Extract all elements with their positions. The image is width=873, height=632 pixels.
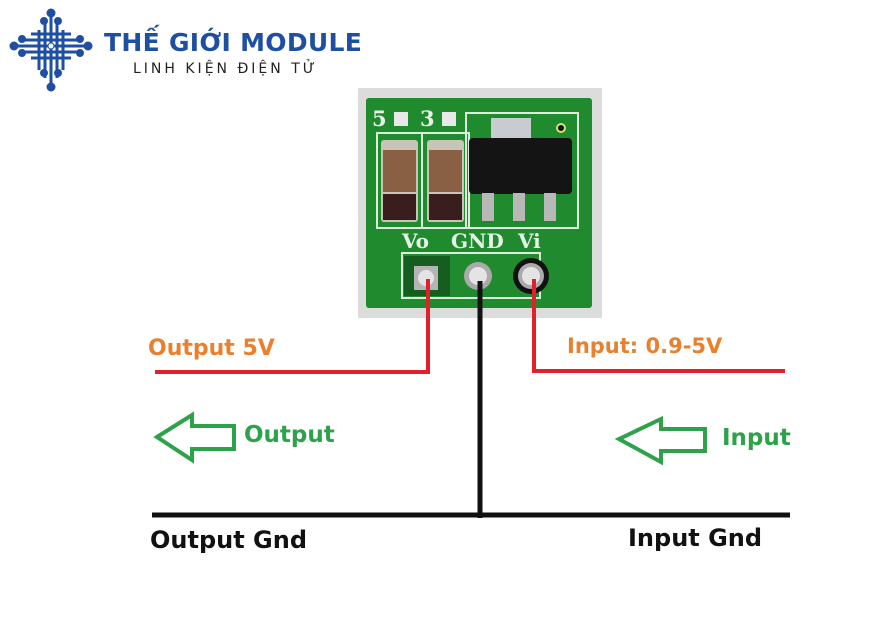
output-gnd-label: Output Gnd <box>150 526 308 554</box>
output-arrow-icon <box>153 411 236 464</box>
jumper-label-5: 5 <box>372 106 387 131</box>
output-positive-wire <box>155 279 430 374</box>
smd-capacitor-1 <box>381 140 418 222</box>
jumper-label-3: 3 <box>420 106 435 131</box>
output-arrow-label: Output <box>244 422 335 448</box>
input-gnd-label: Input Gnd <box>628 524 763 552</box>
brand-subtitle: LINH KIỆN ĐIỆN TỬ <box>133 61 318 77</box>
circuit-chip-logo-icon <box>9 8 93 92</box>
output-voltage-label: Output 5V <box>148 336 275 361</box>
smd-capacitor-2 <box>427 140 464 222</box>
input-positive-wire <box>532 279 785 373</box>
brand-title: THẾ GIỚI MODULE <box>104 28 363 57</box>
pin-label-vi: Vi <box>517 229 541 253</box>
pin-label-vo: Vo <box>401 229 429 253</box>
input-arrow-icon <box>614 415 707 466</box>
jumper-pad-3 <box>442 112 456 126</box>
regulator-ic <box>469 118 572 221</box>
jumper-pad-5 <box>394 112 408 126</box>
pin-label-gnd: GND <box>451 229 504 253</box>
input-arrow-label: Input <box>722 425 791 451</box>
input-voltage-label: Input: 0.9-5V <box>567 334 723 358</box>
